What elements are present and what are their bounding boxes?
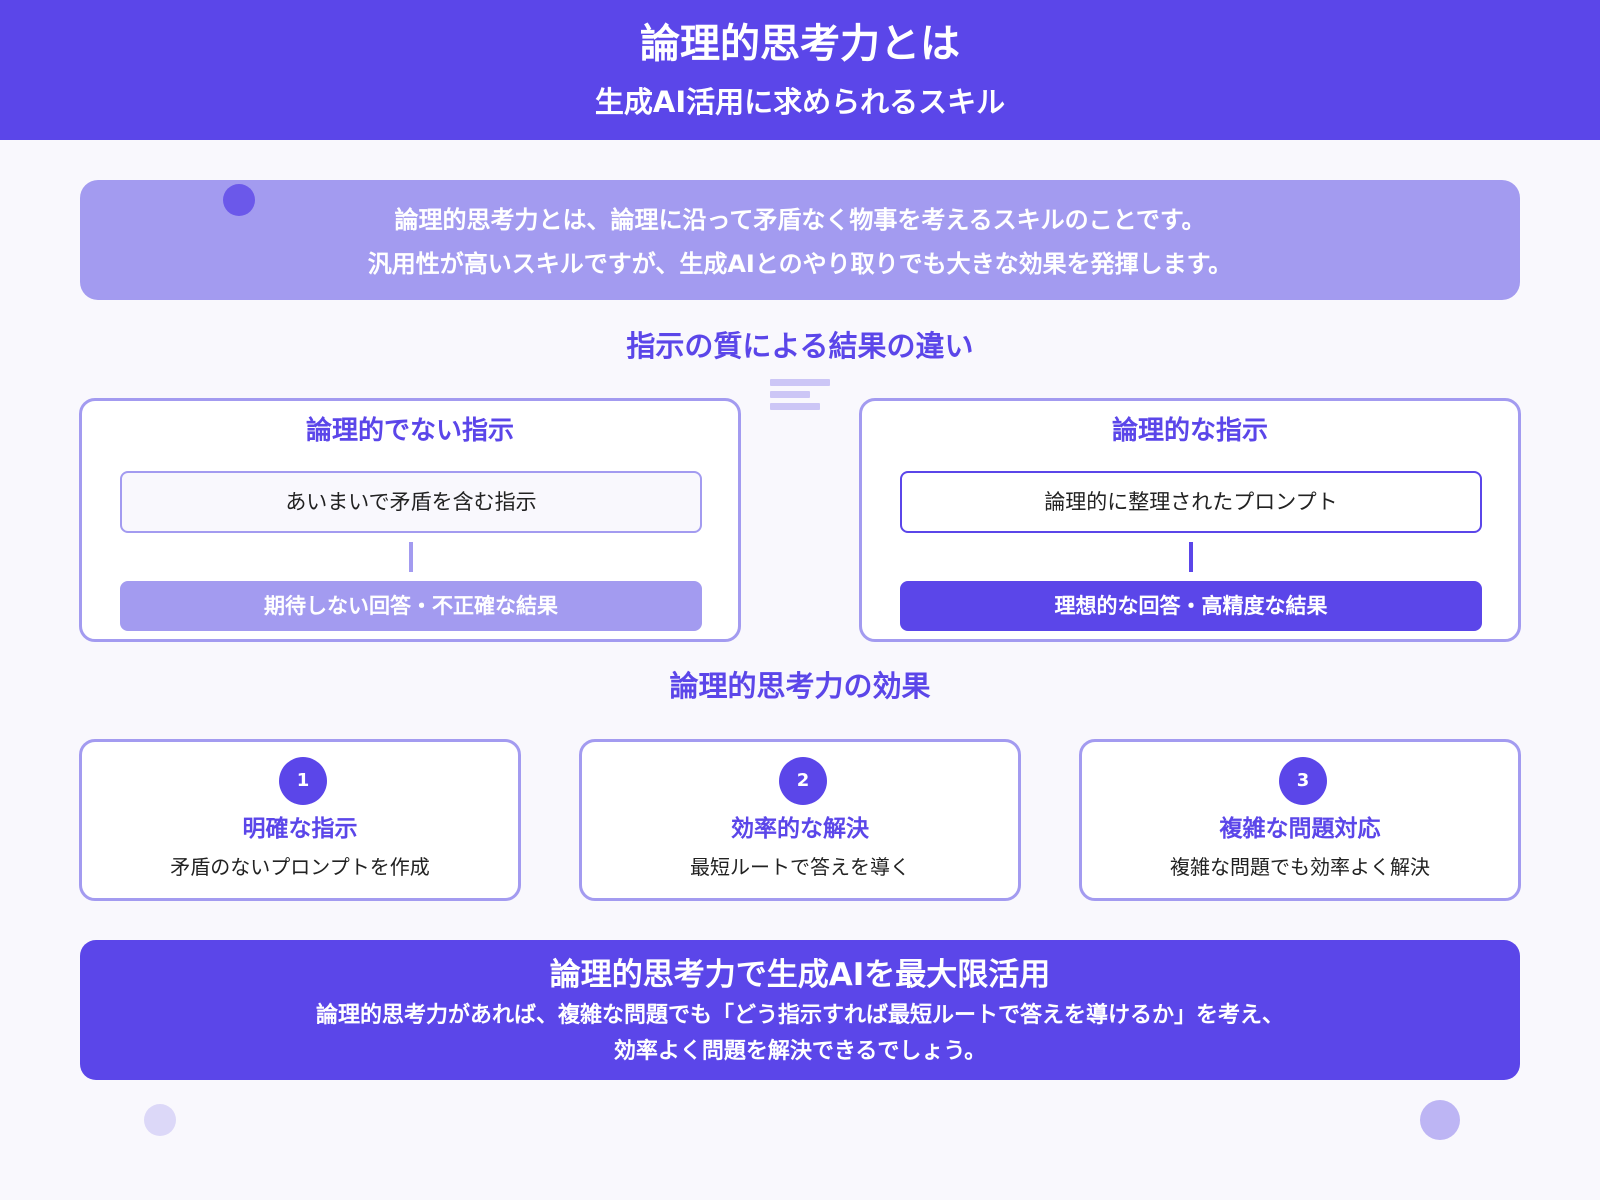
decorative-dot [144,1104,176,1136]
effect-card-clear-instructions: 1 明確な指示 矛盾のないプロンプトを作成 [79,739,521,901]
header-banner: 論理的思考力とは 生成AI活用に求められるスキル [0,0,1600,140]
result-box: 期待しない回答・不正確な結果 [120,581,702,631]
card-title: 論理的な指示 [1111,416,1268,446]
effect-card-complex-problems: 3 複雑な問題対応 複雑な問題でも効率よく解決 [1079,739,1521,901]
effect-title: 効率的な解決 [731,816,869,842]
card-title: 論理的でない指示 [305,416,514,446]
connector-line [409,542,413,572]
page-title: 論理的思考力とは [640,21,960,67]
comparison-section-title: 指示の質による結果の違い [626,329,974,363]
intro-line-2: 汎用性が高いスキルですが、生成AIとのやり取りでも大きな効果を発揮します。 [367,250,1233,278]
effect-description: 最短ルートで答えを導く [690,855,910,879]
decorative-dot [223,184,255,216]
effect-title: 複雑な問題対応 [1219,816,1381,842]
summary-text: 論理的思考力があれば、複雑な問題でも「どう指示すれば最短ルートで答えを導けるか」… [80,998,1520,1070]
prompt-box: 論理的に整理されたプロンプト [900,471,1482,533]
intro-panel: 論理的思考力とは、論理に沿って矛盾なく物事を考えるスキルのことです。 汎用性が高… [80,180,1520,300]
logical-instruction-card: 論理的な指示 論理的に整理されたプロンプト 理想的な回答・高精度な結果 [859,398,1521,642]
summary-line-1: 論理的思考力があれば、複雑な問題でも「どう指示すれば最短ルートで答えを導けるか」… [315,1003,1284,1028]
effect-card-efficient-solution: 2 効率的な解決 最短ルートで答えを導く [579,739,1021,901]
prompt-box: あいまいで矛盾を含む指示 [120,471,702,533]
connector-line [1189,542,1193,572]
effects-section-title: 論理的思考力の効果 [669,669,931,703]
number-badge: 1 [279,757,327,805]
decorative-dot [1420,1100,1460,1140]
decorative-lines-icon [770,379,830,413]
illogical-instruction-card: 論理的でない指示 あいまいで矛盾を含む指示 期待しない回答・不正確な結果 [79,398,741,642]
effect-description: 複雑な問題でも効率よく解決 [1170,855,1430,879]
effect-title: 明確な指示 [242,816,358,842]
summary-title: 論理的思考力で生成AIを最大限活用 [549,957,1051,993]
page-subtitle: 生成AI活用に求められるスキル [594,85,1006,119]
number-badge: 2 [779,757,827,805]
effect-description: 矛盾のないプロンプトを作成 [170,855,430,879]
summary-line-2: 効率よく問題を解決できるでしょう。 [613,1039,987,1064]
number-badge: 3 [1279,757,1327,805]
summary-panel: 論理的思考力で生成AIを最大限活用 論理的思考力があれば、複雑な問題でも「どう指… [80,940,1520,1080]
result-box: 理想的な回答・高精度な結果 [900,581,1482,631]
intro-line-1: 論理的思考力とは、論理に沿って矛盾なく物事を考えるスキルのことです。 [394,206,1206,234]
